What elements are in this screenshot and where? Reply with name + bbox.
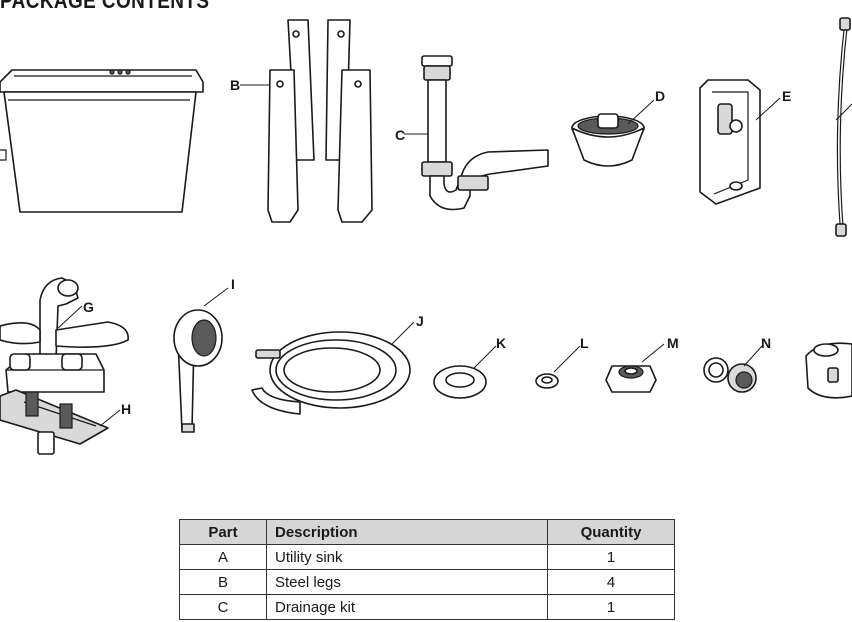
stopper-illustration xyxy=(571,99,655,167)
label-b: B xyxy=(230,77,241,93)
drainage-kit-illustration xyxy=(404,55,549,211)
label-j: J xyxy=(416,313,424,329)
utility-sink-illustration xyxy=(0,69,204,213)
table-row: C Drainage kit 1 xyxy=(179,594,675,620)
label-n: N xyxy=(761,335,772,351)
column-header-description: Description xyxy=(266,519,548,545)
quick-connector-illustration xyxy=(703,345,763,393)
part-cell: B xyxy=(179,569,267,595)
coiled-hose-illustration xyxy=(251,321,415,415)
column-header-part: Part xyxy=(179,519,267,545)
label-g: G xyxy=(83,299,94,315)
column-header-quantity: Quantity xyxy=(547,519,675,545)
part-cell: A xyxy=(179,544,267,570)
table-row: B Steel legs 4 xyxy=(179,569,675,595)
table-header-row: Part Description Quantity xyxy=(179,519,675,545)
faucet-illustration xyxy=(0,277,129,455)
steel-legs-illustration xyxy=(240,19,373,223)
page-title: PACKAGE CONTENTS xyxy=(0,0,210,13)
label-k: K xyxy=(496,335,507,351)
parts-table: Part Description Quantity A Utility sink… xyxy=(179,519,675,620)
part-cell: C xyxy=(179,594,267,620)
label-i: I xyxy=(231,276,235,292)
quantity-cell: 1 xyxy=(547,594,675,620)
label-h: H xyxy=(121,401,132,417)
wall-bracket-illustration xyxy=(699,79,781,205)
mounting-nut-illustration xyxy=(605,343,665,393)
label-c: C xyxy=(395,127,406,143)
aerator-illustration xyxy=(805,342,852,399)
description-cell: Utility sink xyxy=(266,544,548,570)
small-washer-illustration xyxy=(535,345,581,389)
table-row: A Utility sink 1 xyxy=(179,544,675,570)
quantity-cell: 4 xyxy=(547,569,675,595)
description-cell: Drainage kit xyxy=(266,594,548,620)
sprayer-illustration xyxy=(173,287,229,433)
description-cell: Steel legs xyxy=(266,569,548,595)
label-d: D xyxy=(655,88,666,104)
label-m: M xyxy=(667,335,679,351)
label-e: E xyxy=(782,88,792,104)
large-washer-illustration xyxy=(433,345,497,399)
quantity-cell: 1 xyxy=(547,544,675,570)
label-l: L xyxy=(580,335,589,351)
supply-hose-illustration xyxy=(835,17,852,237)
